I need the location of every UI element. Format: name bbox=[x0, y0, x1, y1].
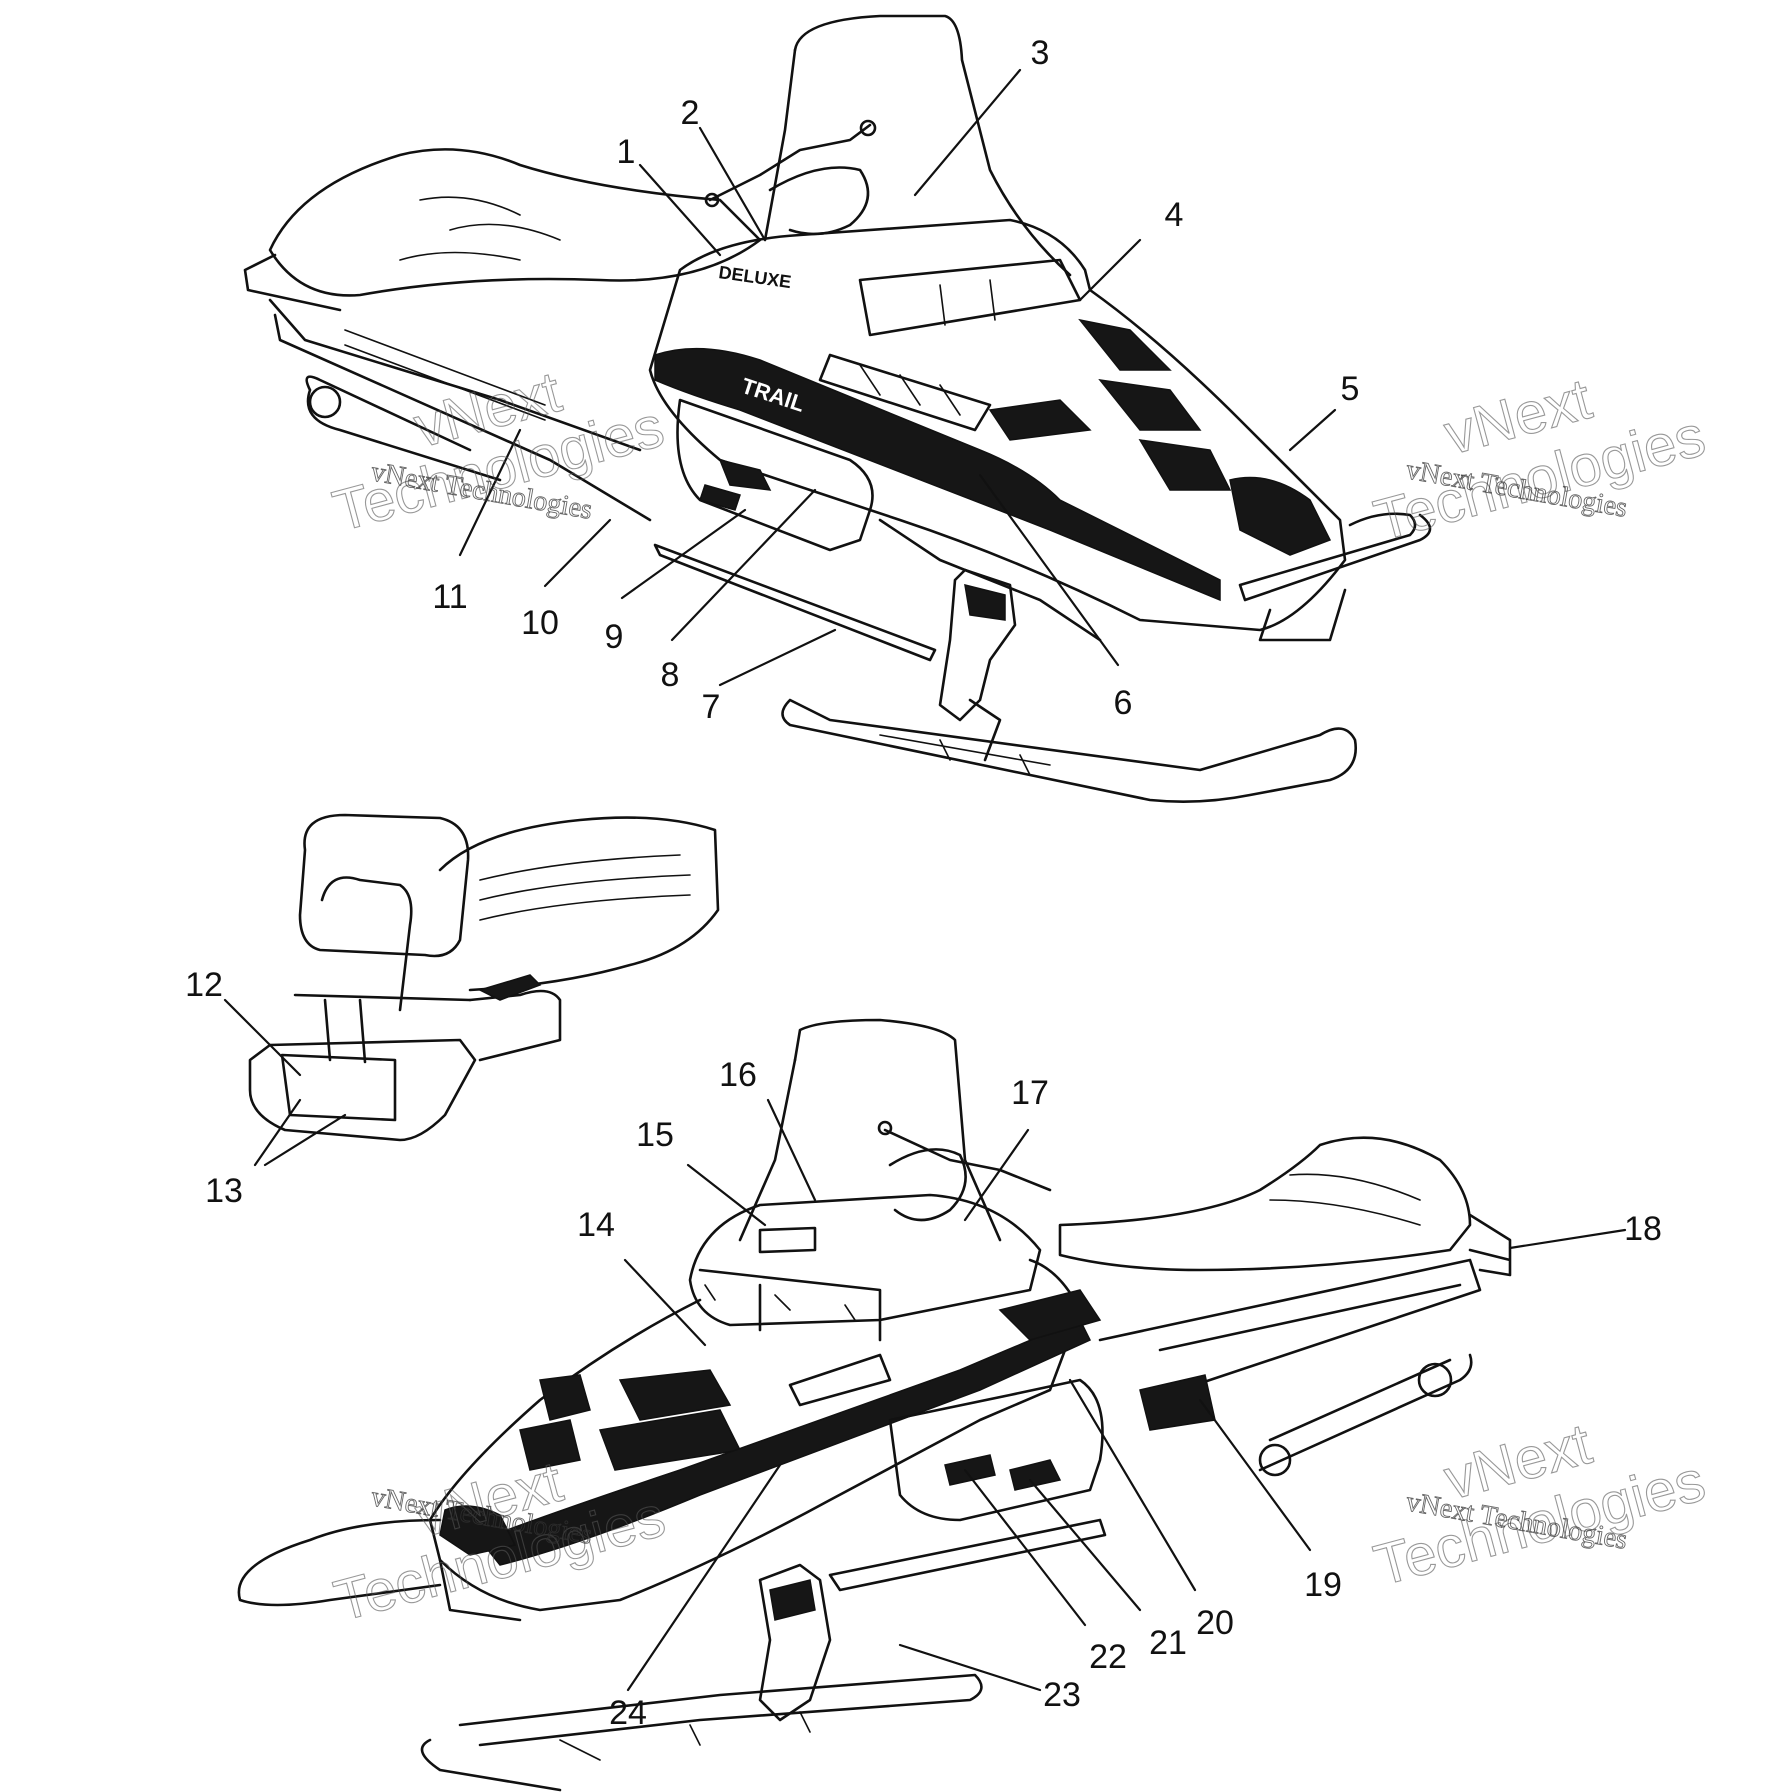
callout-19: 19 bbox=[1304, 1566, 1342, 1604]
callout-11: 11 bbox=[432, 578, 467, 616]
leader-16 bbox=[766, 1098, 817, 1202]
top-right-ski bbox=[781, 698, 1358, 803]
leader-13b bbox=[263, 1113, 347, 1167]
top-left-ski bbox=[1238, 512, 1432, 602]
callout-21: 21 bbox=[1149, 1624, 1187, 1662]
callout-16: 16 bbox=[719, 1056, 757, 1094]
leader-15 bbox=[686, 1163, 767, 1227]
bottom-windshield bbox=[793, 1018, 1002, 1242]
leader-13a bbox=[253, 1098, 302, 1167]
top-side-panel bbox=[676, 398, 874, 552]
callout-22: 22 bbox=[1089, 1638, 1127, 1676]
bottom-spindle bbox=[758, 1563, 832, 1722]
leader-20 bbox=[1068, 1378, 1197, 1592]
leader-23 bbox=[898, 1643, 1042, 1692]
callout-8: 8 bbox=[661, 656, 680, 694]
seat-base bbox=[248, 1038, 477, 1142]
callout-17: 17 bbox=[1011, 1074, 1049, 1112]
bottom-seat bbox=[1058, 1136, 1472, 1272]
bottom-handlebar bbox=[883, 1128, 1052, 1192]
seat-tray bbox=[280, 1053, 397, 1122]
callout-10: 10 bbox=[521, 604, 559, 642]
leader-22 bbox=[963, 1468, 1087, 1627]
leader-19 bbox=[1198, 1398, 1312, 1552]
leader-6 bbox=[978, 473, 1120, 667]
callout-labels: 1 2 3 4 5 6 7 8 9 10 11 12 13 14 15 16 1… bbox=[185, 34, 1662, 1732]
leader-12 bbox=[223, 998, 302, 1077]
top-tunnel bbox=[268, 298, 652, 522]
callout-23: 23 bbox=[1043, 1676, 1081, 1714]
leader-3 bbox=[913, 68, 1022, 197]
leader-8 bbox=[670, 488, 817, 642]
passenger-seat-assembly bbox=[248, 813, 720, 1142]
bottom-right-ski bbox=[420, 1673, 983, 1792]
callout-20: 20 bbox=[1196, 1604, 1234, 1642]
watermark-bottom-right: vNext Technologies bbox=[1367, 1411, 1712, 1599]
top-snowmobile bbox=[243, 14, 1432, 803]
callout-13: 13 bbox=[205, 1172, 243, 1210]
leader-7 bbox=[718, 628, 837, 687]
decal-hood-top: DELUXE bbox=[717, 262, 792, 292]
callout-18: 18 bbox=[1624, 1210, 1662, 1248]
leader-10 bbox=[543, 518, 612, 588]
callout-9: 9 bbox=[605, 618, 624, 656]
leader-24 bbox=[626, 1463, 782, 1692]
callout-4: 4 bbox=[1165, 196, 1184, 234]
top-windshield bbox=[793, 14, 1072, 277]
leader-4 bbox=[1078, 238, 1142, 302]
bottom-side-panel bbox=[888, 1378, 1104, 1522]
leader-5 bbox=[1288, 408, 1337, 452]
top-rear-rack bbox=[243, 253, 342, 312]
callout-7: 7 bbox=[702, 688, 721, 726]
callout-12: 12 bbox=[185, 966, 223, 1004]
top-hood bbox=[648, 218, 1347, 632]
bottom-rear-rack bbox=[1468, 1213, 1512, 1277]
top-track bbox=[305, 375, 502, 482]
callout-14: 14 bbox=[577, 1206, 615, 1244]
leader-21 bbox=[1028, 1478, 1142, 1612]
seat-backrest bbox=[298, 813, 470, 958]
watermark-top-right: vNext Technologies bbox=[1367, 366, 1712, 554]
top-spindle bbox=[938, 568, 1017, 722]
leader-18 bbox=[1508, 1228, 1627, 1250]
top-seat bbox=[268, 148, 762, 297]
bottom-left-ski bbox=[237, 1518, 442, 1607]
leader-17 bbox=[963, 1128, 1030, 1222]
callout-1: 1 bbox=[617, 133, 636, 171]
top-handlebar bbox=[708, 123, 872, 202]
callout-6: 6 bbox=[1114, 684, 1133, 722]
callout-3: 3 bbox=[1031, 34, 1050, 72]
watermark-top-left: vNext Technologies bbox=[326, 359, 671, 545]
leader-1 bbox=[638, 163, 722, 257]
bottom-snowmobile bbox=[237, 1018, 1512, 1792]
leader-14 bbox=[623, 1258, 707, 1347]
callout-24: 24 bbox=[609, 1694, 647, 1732]
seat-cushion bbox=[438, 816, 720, 992]
callout-15: 15 bbox=[636, 1116, 674, 1154]
bottom-tunnel bbox=[1098, 1258, 1482, 1392]
leader-9 bbox=[620, 508, 747, 600]
bottom-dash bbox=[688, 1193, 1042, 1327]
leader-11 bbox=[458, 428, 522, 557]
leader-lines bbox=[223, 68, 1627, 1692]
callout-2: 2 bbox=[681, 94, 700, 132]
callout-5: 5 bbox=[1341, 370, 1360, 408]
leader-2 bbox=[698, 126, 767, 242]
